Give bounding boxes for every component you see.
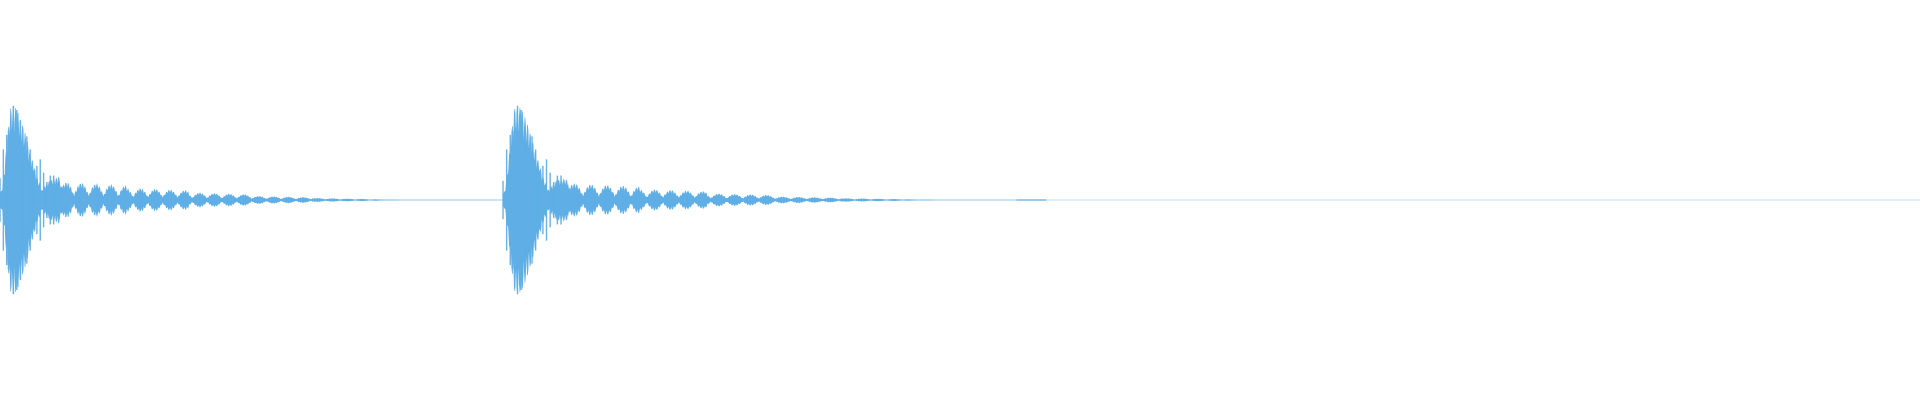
waveform-group — [0, 105, 1047, 295]
waveform-burst-2 — [502, 106, 1047, 294]
waveform-burst-1 — [0, 106, 504, 294]
